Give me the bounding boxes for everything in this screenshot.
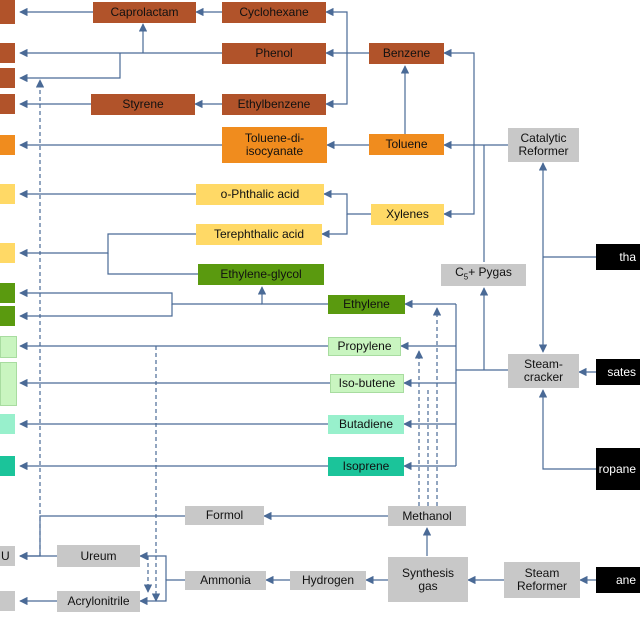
node-steam-reformer: Steam Reformer xyxy=(504,562,580,598)
left-target-4 xyxy=(0,94,15,114)
edge-ethylene-left-1 xyxy=(19,288,262,305)
node-c5-pygas: C5+ Pygas xyxy=(441,264,526,286)
left-target-12 xyxy=(0,414,15,434)
edge-reformer-benzene xyxy=(443,48,475,145)
left-target-13 xyxy=(0,456,15,476)
node-ammonia: Ammonia xyxy=(185,571,266,590)
node-phenol: Phenol xyxy=(222,43,326,64)
node-toluene: Toluene xyxy=(369,134,444,155)
edge-ammonia-acrylonitrile xyxy=(139,579,185,606)
node-hydrogen: Hydrogen xyxy=(290,571,366,590)
left-target-7 xyxy=(0,243,15,263)
left-target-11 xyxy=(0,362,17,406)
node-feed-methane: ane xyxy=(596,567,640,593)
edge-xylenes-terephthalic xyxy=(321,214,348,239)
node-butadiene: Butadiene xyxy=(328,415,404,434)
edge-glycol-terephthalic xyxy=(107,253,198,275)
node-caprolactam: Caprolactam xyxy=(93,2,196,23)
edge-phenol-caprolactam xyxy=(19,53,121,83)
node-steam-cracker: Steam- cracker xyxy=(508,354,579,388)
node-benzene: Benzene xyxy=(369,43,444,64)
left-target-15 xyxy=(0,591,15,611)
node-terephthalic-acid: Terephthalic acid xyxy=(196,224,322,245)
node-o-phthalic-acid: o-Phthalic acid xyxy=(196,184,324,205)
node-methanol: Methanol xyxy=(388,506,466,526)
edge-ethylene-left-2 xyxy=(19,304,173,321)
node-isoprene: Isoprene xyxy=(328,457,404,476)
node-ethylene-glycol: Ethylene-glycol xyxy=(198,264,324,285)
node-feed-naphtha: tha xyxy=(596,244,640,270)
left-target-2 xyxy=(0,43,15,63)
edge-propane-cracker xyxy=(538,389,596,470)
node-toluene-di-isocyanate: Toluene-di- isocyanate xyxy=(222,127,327,163)
edge-ethylene-glycol xyxy=(257,286,328,305)
edge-benzene-ethylbenzene xyxy=(325,53,348,109)
left-target-3 xyxy=(0,68,15,88)
node-synthesis-gas: Synthesis gas xyxy=(388,557,468,602)
node-ureum: Ureum xyxy=(57,545,140,567)
left-target-6 xyxy=(0,184,15,204)
node-xylenes: Xylenes xyxy=(371,204,444,225)
left-target-5 xyxy=(0,135,15,155)
node-ethylbenzene: Ethylbenzene xyxy=(222,94,326,115)
node-feed-condensates: sates xyxy=(596,359,640,385)
node-ethylene: Ethylene xyxy=(328,295,405,314)
edge-xylenes-ophthalic xyxy=(323,189,371,215)
node-iso-butene: Iso-butene xyxy=(330,374,404,393)
edge-benzene-cyclohexane xyxy=(325,7,348,53)
node-cyclohexane: Cyclohexane xyxy=(222,2,326,23)
edge-terephthalic-left xyxy=(19,233,196,258)
left-target-9 xyxy=(0,306,15,326)
left-target-14: U xyxy=(0,546,15,566)
node-styrene: Styrene xyxy=(91,94,195,115)
left-target-10 xyxy=(0,336,17,358)
left-target-8 xyxy=(0,283,15,303)
node-feed-propane: ropane xyxy=(596,448,640,490)
node-acrylonitrile: Acrylonitrile xyxy=(57,591,140,612)
node-propylene: Propylene xyxy=(328,337,401,356)
node-catalytic-reformer: Catalytic Reformer xyxy=(508,128,579,162)
edge-ammonia-ureum xyxy=(139,551,167,580)
node-formol: Formol xyxy=(185,506,264,525)
edge-reformer-xylenes xyxy=(443,145,475,219)
left-target-1 xyxy=(0,0,15,24)
